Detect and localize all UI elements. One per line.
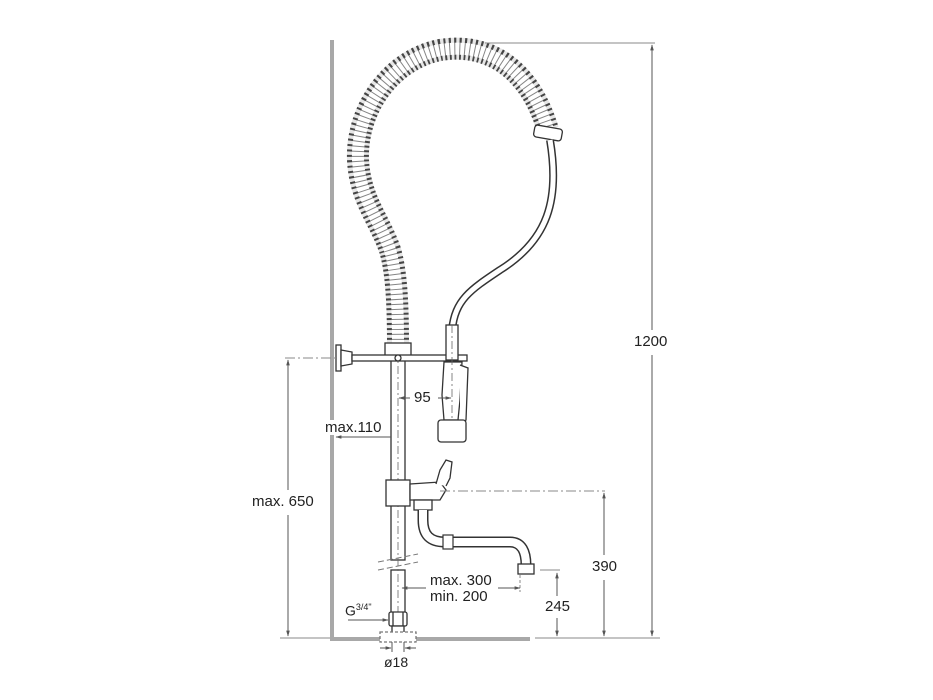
mixer-valve bbox=[385, 459, 453, 511]
dim-spout-reach-max: max. 300 bbox=[430, 572, 492, 589]
spray-gun bbox=[437, 324, 469, 443]
swivel-spout bbox=[417, 510, 535, 575]
inlet-fitting bbox=[379, 611, 417, 643]
spring-coil bbox=[346, 37, 559, 346]
flexible-hose bbox=[448, 139, 558, 360]
dim-inlet-thread: G3/4" bbox=[343, 603, 374, 618]
wall bbox=[330, 40, 530, 641]
dim-spray-offset: 95 bbox=[412, 389, 433, 406]
dim-spout-outlet-height: 245 bbox=[543, 598, 573, 615]
dim-inlet-thread-base: G bbox=[345, 602, 356, 619]
reference-lines bbox=[280, 42, 660, 639]
dimension-lines bbox=[286, 44, 654, 652]
dim-spout-reach: max. 300 min. 200 bbox=[428, 573, 494, 605]
spring-collar bbox=[532, 124, 564, 142]
dim-pipe-diameter: ø18 bbox=[382, 654, 411, 670]
dim-wall-mount-height: max. 650 bbox=[250, 493, 316, 510]
break-lines bbox=[377, 553, 419, 571]
dim-total-height: 1200 bbox=[632, 333, 670, 350]
wall-bracket bbox=[335, 344, 468, 372]
dim-spout-height: 390 bbox=[590, 558, 620, 575]
dim-spout-reach-min: min. 200 bbox=[430, 588, 488, 605]
dim-wall-distance: max.110 bbox=[323, 419, 384, 436]
dim-inlet-thread-frac: 3/4" bbox=[355, 602, 372, 612]
